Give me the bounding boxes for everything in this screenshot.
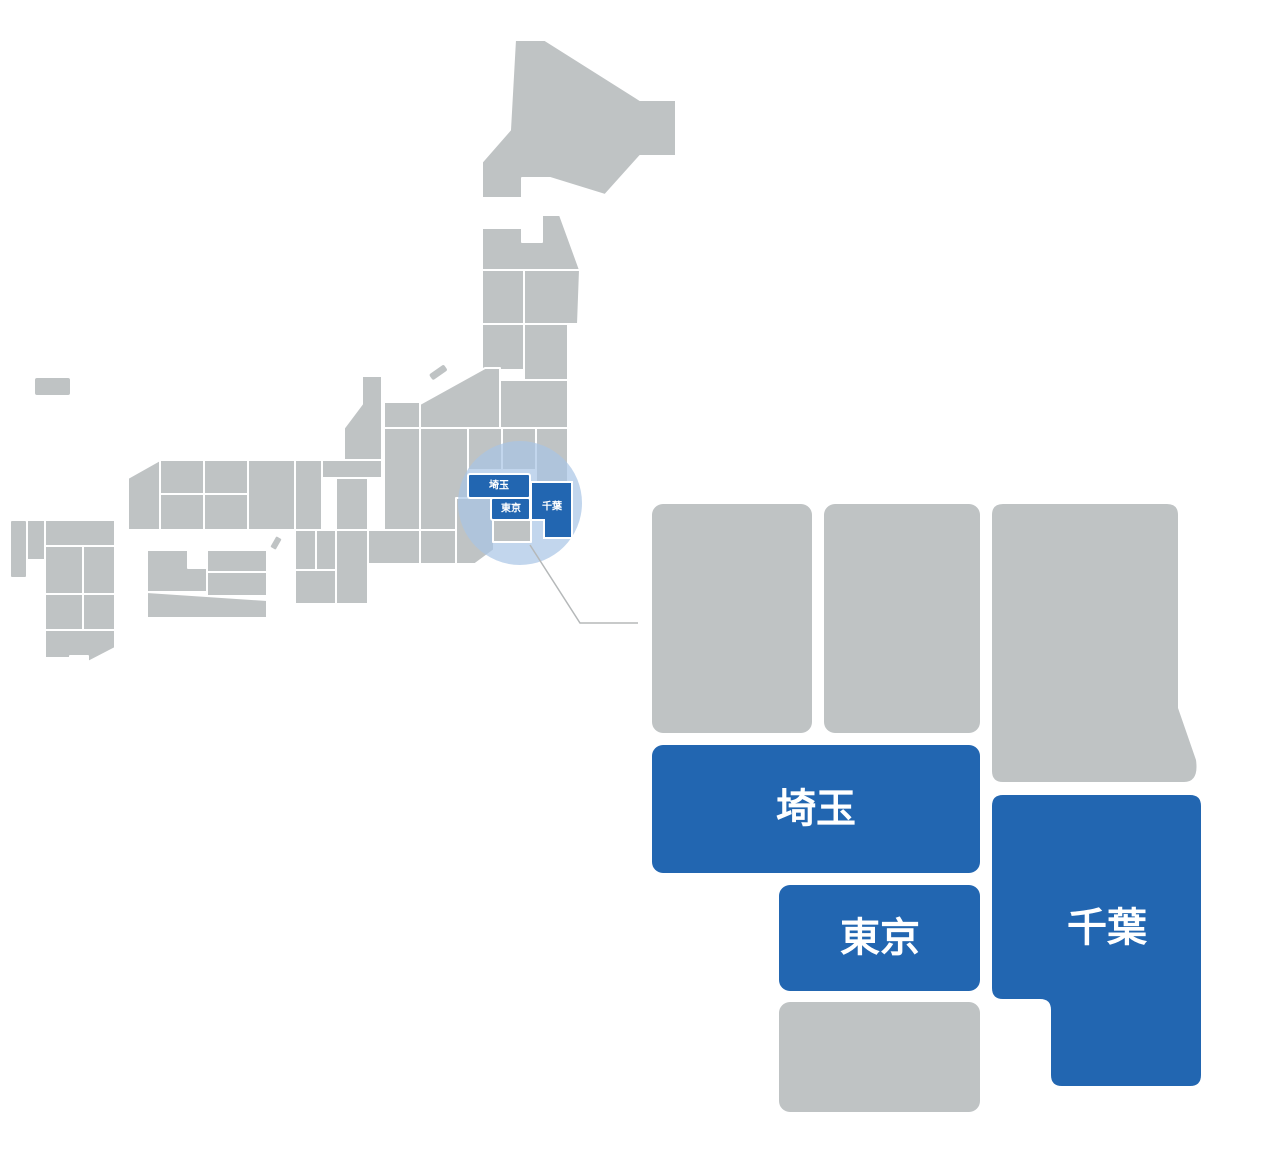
region-kumamoto[interactable]: [44, 545, 84, 595]
mini-saitama-label: 埼玉: [489, 479, 509, 492]
region-okayama[interactable]: [203, 493, 249, 531]
region-sado: [427, 363, 449, 382]
region-kagoshima-south[interactable]: [44, 629, 116, 663]
region-kyoto[interactable]: [294, 459, 323, 531]
region-iwate[interactable]: [523, 269, 581, 325]
mini-tokyo-label: 東京: [501, 502, 521, 515]
zoom-chiba[interactable]: [992, 795, 1201, 1086]
region-hyogo[interactable]: [247, 459, 296, 531]
region-fukushima[interactable]: [499, 379, 569, 429]
region-miyazaki[interactable]: [82, 593, 116, 631]
region-yamaguchi[interactable]: [127, 459, 161, 531]
region-akita[interactable]: [481, 269, 525, 325]
region-wakayama[interactable]: [294, 569, 337, 605]
mini-chiba-label: 千葉: [542, 500, 563, 513]
region-aichi[interactable]: [367, 529, 421, 565]
region-miyagi[interactable]: [523, 323, 569, 381]
region-kanagawa-mini: [492, 519, 532, 543]
region-kagawa[interactable]: [206, 549, 268, 573]
zoom-saitama-label: 埼玉: [776, 786, 856, 832]
region-hokkaido[interactable]: [481, 39, 677, 199]
region-tokushima[interactable]: [206, 571, 268, 597]
leader-line: [529, 544, 638, 624]
mini-chiba[interactable]: [530, 481, 573, 539]
region-toyama[interactable]: [383, 401, 421, 429]
zoom-kanagawa[interactable]: [779, 1002, 980, 1112]
region-ehime[interactable]: [146, 549, 208, 593]
region-awaji: [268, 534, 284, 552]
region-aomori[interactable]: [481, 214, 581, 271]
region-saga[interactable]: [26, 519, 46, 561]
region-gifu[interactable]: [383, 427, 421, 531]
region-oita[interactable]: [82, 545, 116, 595]
region-shimane[interactable]: [159, 459, 205, 495]
region-osaka[interactable]: [294, 529, 317, 571]
region-shiga[interactable]: [335, 477, 369, 531]
region-fukui[interactable]: [321, 459, 383, 479]
zoom-ibaraki[interactable]: [992, 504, 1197, 782]
zoom-tokyo[interactable]: [779, 885, 980, 991]
region-hiroshima[interactable]: [159, 493, 205, 531]
region-kochi[interactable]: [146, 591, 268, 619]
region-mie[interactable]: [335, 529, 369, 605]
zoom-tochigi[interactable]: [824, 504, 980, 733]
zoom-gunma[interactable]: [652, 504, 812, 733]
region-kagoshima[interactable]: [44, 593, 84, 631]
region-fukuoka[interactable]: [44, 519, 116, 547]
region-nagasaki[interactable]: [9, 519, 28, 579]
zoom-tokyo-label: 東京: [840, 915, 920, 961]
region-tottori[interactable]: [203, 459, 249, 495]
region-yamagata[interactable]: [481, 323, 525, 371]
zoom-saitama[interactable]: [652, 745, 980, 873]
region-okinawa[interactable]: [33, 376, 72, 397]
zoom-chiba-label: 千葉: [1067, 905, 1148, 951]
